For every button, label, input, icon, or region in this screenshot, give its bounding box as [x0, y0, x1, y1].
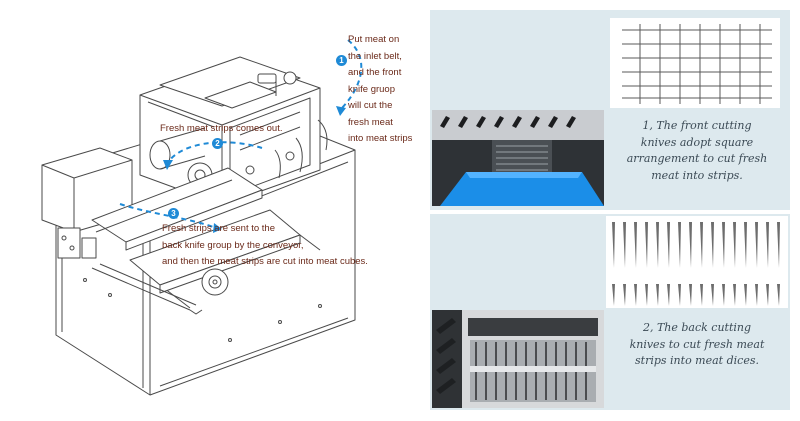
- flow-arrows: [119, 39, 363, 229]
- back-knives-caption: 2, The back cutting knives to cut fresh …: [629, 321, 765, 367]
- step-3-description: Fresh strips are sent to the back knife …: [162, 223, 368, 267]
- step-badge-2: 2: [212, 138, 223, 149]
- arrowhead-strips-out: [163, 160, 173, 170]
- flow-arrowheads: [163, 106, 346, 233]
- step-2-description: Fresh meat strips comes out.: [160, 123, 283, 134]
- flow-arrow-strips-out: [167, 141, 263, 163]
- step-1-description: Put meat on the inlet belt, and the fron…: [348, 34, 413, 144]
- flow-arrow-to-back-knives: [119, 203, 217, 229]
- arrowhead-inlet: [336, 106, 346, 116]
- step-badge-3: 3: [168, 208, 179, 219]
- back-blade-row-bottom: [612, 284, 780, 306]
- flow-arrow-inlet: [339, 39, 363, 111]
- front-knives-panel: [430, 10, 790, 210]
- square-blade-grid: [622, 24, 772, 104]
- front-knives-caption: 1, The front cutting knives adopt square…: [626, 119, 768, 182]
- back-blade-row-top: [612, 222, 780, 268]
- blue-inlet-belt: [440, 172, 604, 206]
- arrowhead-to-back-knives: [213, 223, 222, 233]
- machine-line-art: [41, 56, 356, 396]
- back-knives-panel: [430, 214, 790, 410]
- step-badge-1: 1: [336, 55, 347, 66]
